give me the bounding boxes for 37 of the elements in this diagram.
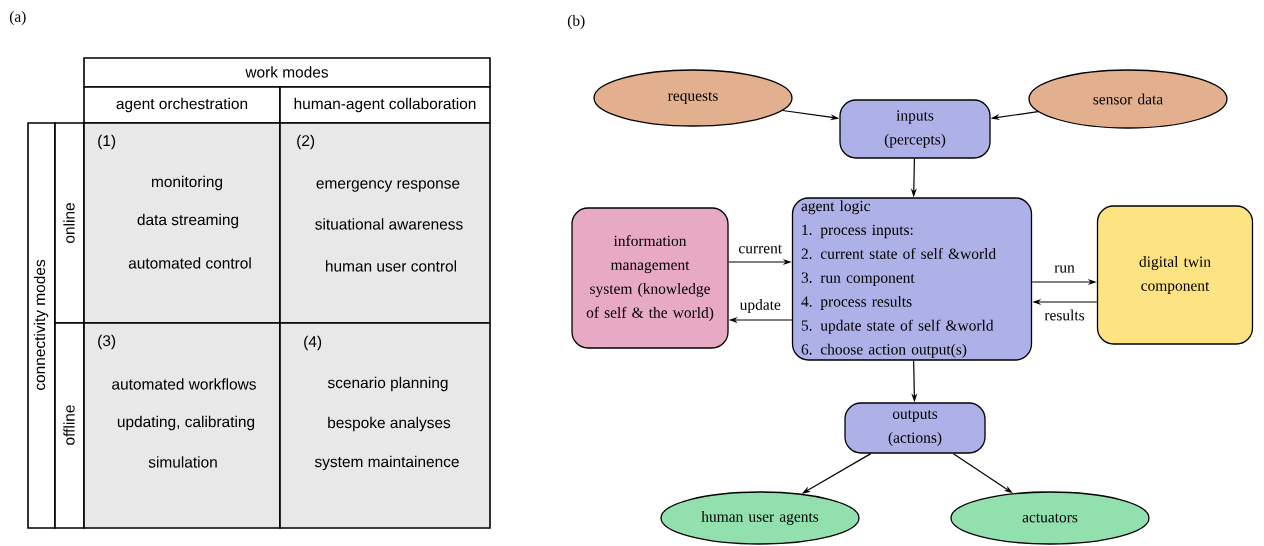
ellipse-node: human user agents	[660, 491, 860, 545]
edge-label: results	[1043, 308, 1086, 322]
cell-text: emergency response	[316, 180, 460, 192]
edge-label: current	[737, 243, 784, 255]
panel-label: (b)	[567, 15, 585, 29]
cell-text: automated workflows	[112, 378, 256, 390]
process-box: information management system (knowledge of self & the world)	[571, 207, 729, 349]
process-box: digital twin component	[1096, 205, 1254, 345]
cell-text: (2)	[297, 134, 315, 150]
cell-text: monitoring	[152, 175, 223, 191]
ellipse-node: requests	[593, 69, 793, 127]
process-box: agent logic 1. process inputs: 2. current state of self &world 3. run component 4. process results 5. update state of self &world 6. choose action output(s)	[791, 197, 1033, 361]
cell-text: agent orchestration	[116, 97, 248, 113]
cell-text: human user control	[326, 260, 457, 272]
cell-text: simulation	[148, 456, 217, 468]
cell-text: offline	[63, 405, 75, 445]
process-box: inputs (percepts)	[839, 99, 991, 159]
cell-text: bespoke analyses	[328, 416, 451, 432]
cell-text: scenario planning	[327, 376, 448, 392]
cell-text: online	[63, 203, 75, 243]
cell-text: (4)	[304, 335, 322, 351]
ellipse-node: actuators	[950, 491, 1150, 545]
edge-label: update	[738, 298, 782, 314]
edge-label: run	[1053, 264, 1076, 274]
panel-label: (a)	[9, 11, 26, 25]
cell-text: work modes	[245, 66, 329, 78]
cell-text: human-agent collaboration	[294, 97, 476, 113]
cell-text: updating, calibrating	[117, 415, 255, 431]
cell-text: situational awareness	[315, 218, 463, 230]
cell-text: data streaming	[137, 213, 239, 229]
process-box: outputs (actions)	[844, 402, 986, 454]
cell-text: (3)	[98, 334, 116, 350]
cell-text: (1)	[98, 134, 116, 150]
cell-text: connectivity modes	[33, 259, 49, 390]
ellipse-node: sensor data	[1028, 69, 1228, 129]
cell-text: automated control	[128, 257, 251, 269]
cell-text: system maintainence	[314, 455, 459, 471]
